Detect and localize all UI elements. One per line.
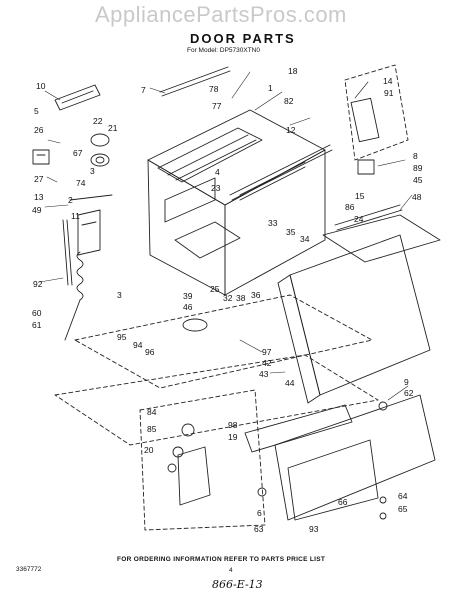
callout-74: 74 (76, 178, 86, 188)
ordering-note: FOR ORDERING INFORMATION REFER TO PARTS … (117, 556, 326, 563)
callout-23: 23 (211, 183, 221, 193)
callout-27: 27 (34, 174, 44, 184)
callout-95: 95 (117, 332, 127, 342)
callout-91: 91 (384, 88, 394, 98)
callout-93: 93 (309, 524, 319, 534)
callout-78: 78 (209, 84, 219, 94)
callout-46: 46 (183, 302, 193, 312)
detergent-dispenser (167, 423, 211, 506)
callout-25: 25 (210, 284, 220, 294)
model-subtitle: For Model: DP5730XTN0 (187, 47, 260, 54)
callout-98: 98 (228, 420, 238, 430)
callout-32: 32 (223, 293, 233, 303)
callout-3a: 3 (90, 166, 95, 176)
callout-24: 24 (354, 214, 364, 224)
callout-77: 77 (212, 101, 222, 111)
callout-7: 7 (141, 85, 146, 95)
wheel-parts (90, 133, 110, 167)
callout-86: 86 (345, 202, 355, 212)
callout-6: 6 (257, 508, 262, 518)
kick-plate (244, 394, 436, 521)
document-number: 3367772 (16, 566, 42, 573)
callout-15: 15 (355, 191, 365, 201)
callout-44: 44 (285, 378, 295, 388)
small-parts (182, 318, 388, 520)
callout-5: 5 (34, 106, 39, 116)
callout-94: 94 (133, 340, 143, 350)
spring (64, 251, 84, 341)
callout-39: 39 (183, 291, 193, 301)
callout-60: 60 (32, 308, 42, 318)
callout-10: 10 (36, 81, 46, 91)
side-panel (69, 194, 113, 256)
callout-96: 96 (145, 347, 155, 357)
outer-door-panel (277, 214, 441, 404)
callout-19: 19 (228, 432, 238, 442)
callout-18: 18 (288, 66, 298, 76)
callout-22: 22 (93, 116, 103, 126)
callout-67: 67 (73, 148, 83, 158)
callout-21: 21 (108, 123, 118, 133)
callout-42: 42 (262, 358, 272, 368)
callout-labels: 10 7 18 78 1 82 14 91 26 5 22 21 77 12 6… (32, 66, 423, 534)
leader-lines (39, 71, 413, 401)
callout-4: 4 (215, 167, 220, 177)
callout-14: 14 (383, 76, 393, 86)
callout-20: 20 (144, 445, 154, 455)
callout-61: 61 (32, 320, 42, 330)
callout-49: 49 (32, 205, 42, 215)
callout-11: 11 (71, 211, 80, 221)
callout-48: 48 (412, 192, 422, 202)
callout-43: 43 (259, 369, 269, 379)
dispenser-box (344, 64, 409, 161)
trim-strip (334, 204, 401, 226)
callout-45: 45 (413, 175, 423, 185)
callout-2: 2 (68, 195, 73, 205)
callout-35: 35 (286, 227, 296, 237)
latch-part (350, 97, 380, 175)
door-rods (229, 144, 333, 201)
inner-door-panel (147, 109, 326, 296)
callout-64: 64 (398, 491, 408, 501)
callout-26: 26 (34, 125, 44, 135)
switch-part (32, 149, 50, 165)
handwritten-note: 866-E-13 (212, 578, 263, 591)
callout-38: 38 (236, 293, 246, 303)
callout-65: 65 (398, 504, 408, 514)
callout-62: 62 (404, 388, 414, 398)
callout-13: 13 (34, 192, 44, 202)
callout-3b: 3 (117, 290, 122, 300)
callout-12: 12 (286, 125, 296, 135)
callout-66: 66 (338, 497, 348, 507)
callout-92: 92 (33, 279, 43, 289)
callout-34: 34 (300, 234, 310, 244)
hinge-arm (62, 219, 73, 286)
top-strip (159, 66, 229, 93)
page-title: DOOR PARTS (190, 31, 296, 46)
callout-82: 82 (284, 96, 294, 106)
callout-9: 9 (404, 377, 409, 387)
callout-89: 89 (413, 163, 423, 173)
callout-1: 1 (268, 83, 273, 93)
page-number: 4 (229, 567, 233, 574)
callout-63: 63 (254, 524, 264, 534)
watermark: AppliancePartsPros.com (95, 2, 347, 27)
callout-33: 33 (268, 218, 278, 228)
callout-36: 36 (251, 290, 261, 300)
callout-85: 85 (147, 424, 157, 434)
vent-part (54, 84, 101, 111)
callout-8: 8 (413, 151, 418, 161)
lower-frame (54, 294, 379, 531)
callout-84: 84 (147, 407, 157, 417)
callout-97: 97 (262, 347, 272, 357)
